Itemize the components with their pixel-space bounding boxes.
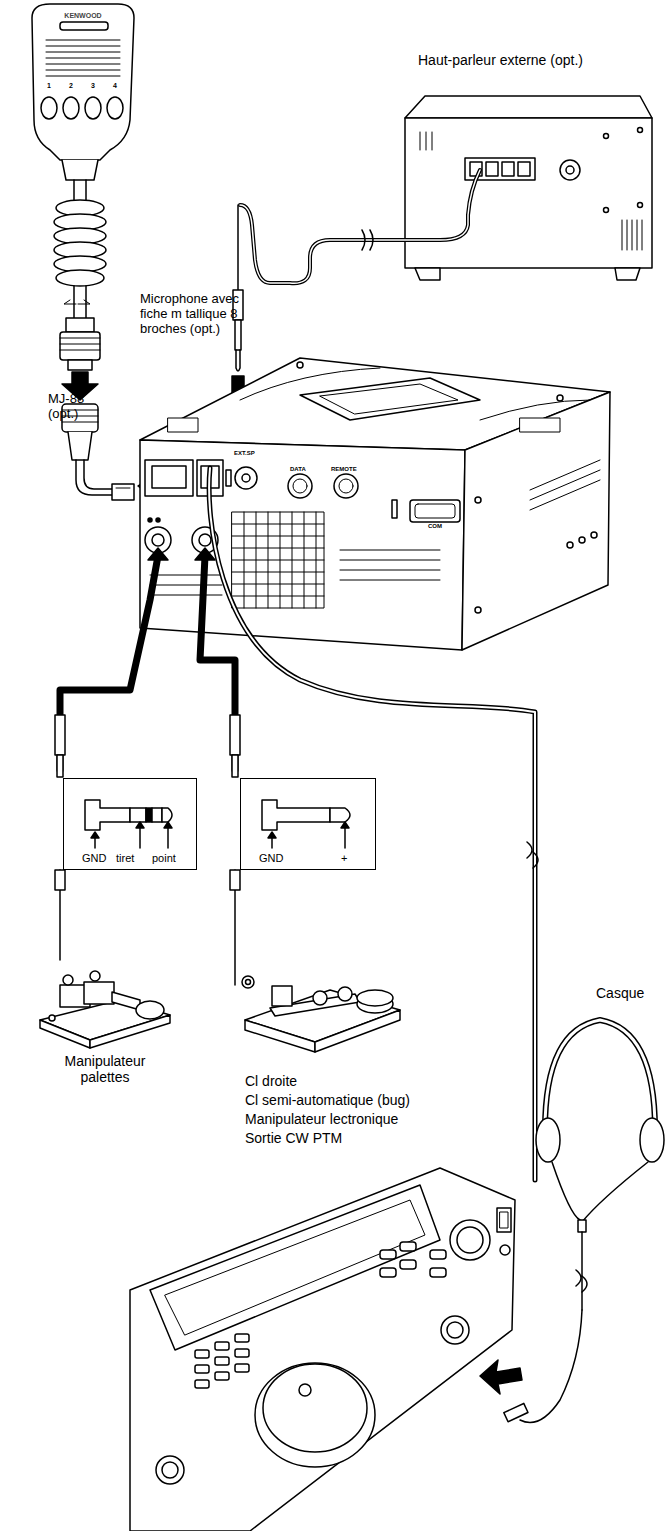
mono-plug-drawing [262,800,350,848]
plug-wiring-box: GND + [240,778,376,870]
port-label: EXT.SP [234,450,274,457]
button-number: 4 [110,82,120,90]
pin-label: GND [259,853,283,864]
pin-label: GND [82,853,106,864]
key-plug [230,715,240,985]
stereo-plug-drawing [85,800,172,848]
plug-wiring-box: GND tiret point [63,778,197,870]
part-label: Manipulateur lectronique [245,1111,455,1127]
button-number: 2 [66,82,76,90]
button-number: 1 [44,82,54,90]
pin-label: point [152,853,176,864]
pin-label: tiret [116,853,134,864]
part-label: Casque [596,985,666,1001]
pin-label: + [341,853,347,864]
microphone [32,4,134,370]
port-label: REMOTE [331,466,371,473]
port-label: COM [428,523,458,530]
button-number: 3 [88,82,98,90]
port-label: DATA [290,466,320,473]
part-label: Sortie CW PTM [245,1130,455,1146]
headphones [504,1020,664,1423]
front-panel [130,1168,515,1531]
straight-key [242,976,400,1052]
part-label: Manipulateur palettes [40,1053,170,1085]
external-speaker [405,96,652,280]
paddle-key [40,971,170,1048]
insert-arrow [480,1360,522,1394]
part-label: Haut-parleur externe (opt.) [418,52,658,68]
part-label: MJ-88 (opt.) [48,392,98,422]
part-label: Cl semi-automatique (bug) [245,1092,455,1108]
part-label: Microphone avec fiche m tallique 8 broch… [140,292,240,337]
speaker-plug [233,205,243,371]
part-label: Cl droite [245,1073,455,1089]
brand-logo: KENWOOD [55,12,111,20]
